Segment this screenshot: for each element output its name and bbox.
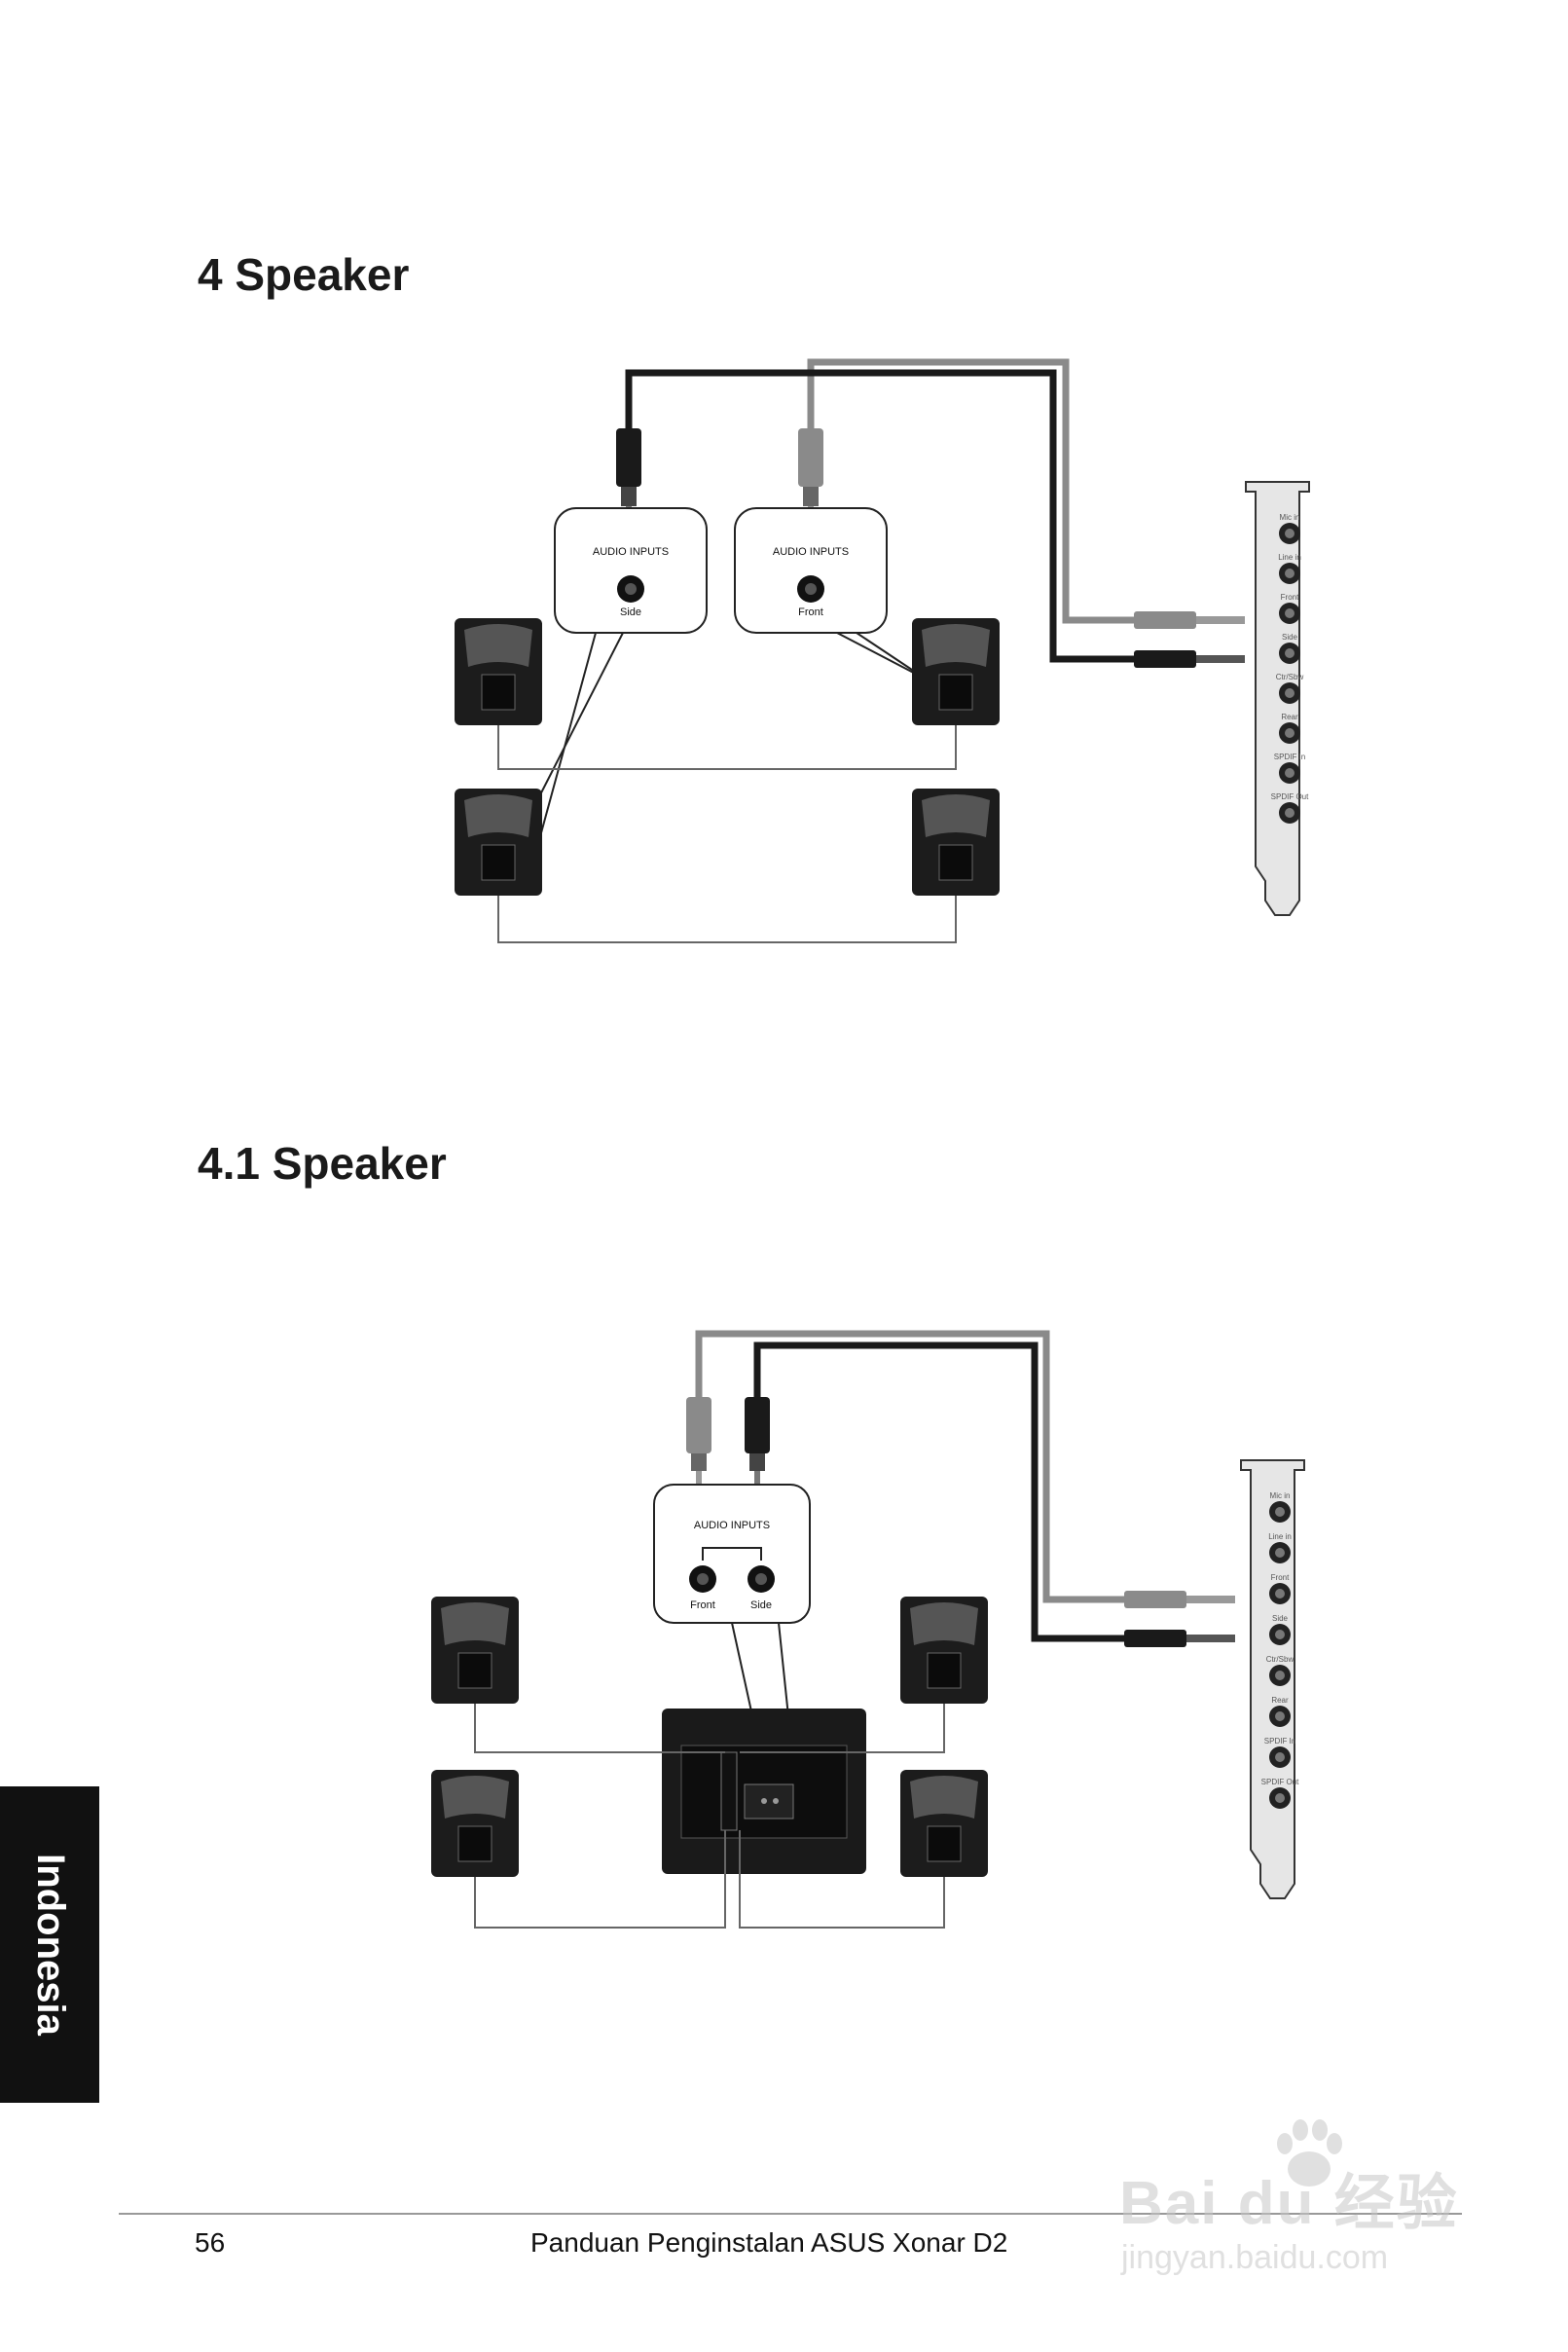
card-port-jack-hole (1275, 1793, 1285, 1803)
speaker-front-right (912, 618, 1000, 725)
card-plug-dark (1134, 650, 1245, 668)
baidu-watermark: Bai du 经验 jingyan.baidu.com (1110, 2113, 1499, 2307)
speaker-wires (497, 725, 957, 943)
card-port-label: Mic in (1270, 1491, 1291, 1500)
speaker-front-left (431, 1597, 519, 1704)
card-port-label: Line in (1278, 553, 1301, 562)
footer-divider (119, 2213, 1462, 2215)
card-port-jack-hole (1275, 1752, 1285, 1762)
diagram-4-1-speaker: AUDIO INPUTS Front Side (431, 1330, 1305, 1929)
cable-grey (807, 358, 1134, 624)
card-port-label: Ctr/Sbw (1276, 673, 1304, 681)
card-port-label: SPDIF In (1274, 753, 1305, 761)
card-port-jack-hole (1285, 768, 1295, 778)
hub-heading: AUDIO INPUTS (773, 546, 849, 558)
jack-label-side: Side (750, 1599, 772, 1611)
card-port-label: Front (1281, 593, 1299, 602)
speaker-front-left (455, 618, 542, 725)
card-port-jack-hole (1275, 1507, 1285, 1517)
card-port-jack-hole (1285, 608, 1295, 618)
watermark-url: jingyan.baidu.com (1121, 2239, 1389, 2276)
card-port-jack-hole (1275, 1671, 1285, 1680)
hub-heading: AUDIO INPUTS (593, 546, 669, 558)
card-port-label: Line in (1268, 1532, 1292, 1541)
speaker-front-right (900, 1597, 988, 1704)
subwoofer (662, 1709, 866, 1874)
language-side-tab: Indonesia (0, 1786, 99, 2103)
jack-label-front: Front (798, 606, 823, 618)
section-title-4-speaker: 4 Speaker (198, 249, 410, 300)
card-port-label: Rear (1271, 1696, 1289, 1705)
cable-grey (695, 1330, 1124, 1603)
card-port-label: SPDIF In (1264, 1737, 1295, 1746)
card-plug-grey (1134, 611, 1245, 629)
card-port-jack-hole (1275, 1630, 1285, 1639)
page-number: 56 (195, 2227, 226, 2258)
card-port-jack-hole (1285, 808, 1295, 818)
speaker-wires (474, 1704, 945, 1929)
audio-input-box-front: AUDIO INPUTS Front (734, 507, 888, 634)
card-port-label: Mic in (1280, 513, 1300, 522)
card-port-jack-hole (1285, 728, 1295, 738)
footer-title: Panduan Penginstalan ASUS Xonar D2 (530, 2227, 1008, 2258)
speaker-rear-right (900, 1770, 988, 1877)
speaker-rear-left (431, 1770, 519, 1877)
card-port-jack-hole (1285, 688, 1295, 698)
paw-icon (1277, 2119, 1342, 2187)
section-title-4-1-speaker: 4.1 Speaker (198, 1138, 447, 1189)
callout-lines (505, 632, 960, 863)
card-port-label: Side (1272, 1614, 1289, 1623)
audio-input-box-side: AUDIO INPUTS Side (554, 507, 708, 634)
card-port-label: SPDIF Out (1271, 792, 1309, 801)
card-port-jack-hole (1275, 1589, 1285, 1599)
card-port-jack-hole (1275, 1711, 1285, 1721)
card-port-label: Front (1271, 1573, 1290, 1582)
hub-heading: AUDIO INPUTS (694, 1520, 770, 1531)
side-tab-label: Indonesia (28, 1854, 72, 2036)
jack-label-side: Side (620, 606, 641, 618)
speaker-rear-left (455, 789, 542, 896)
cable-dark (625, 369, 1134, 663)
card-plug-dark (1124, 1630, 1235, 1647)
card-port-label: Ctr/Sbw (1266, 1655, 1295, 1664)
card-port-jack-hole (1285, 648, 1295, 658)
cable-group (625, 358, 1134, 663)
card-port-label: Rear (1281, 713, 1298, 721)
sound-card-bracket (1245, 481, 1310, 916)
cable-group (695, 1330, 1124, 1642)
speaker-rear-right (912, 789, 1000, 896)
card-port-label: Side (1282, 633, 1298, 642)
card-port-jack-hole (1275, 1548, 1285, 1558)
cable-dark (753, 1341, 1124, 1642)
watermark-brand: Bai du 经验 (1119, 2170, 1459, 2237)
diagram-4-speaker: AUDIO INPUTS Side AUDIO INPUTS Front (455, 358, 1310, 943)
card-port-jack-hole (1285, 529, 1295, 538)
card-port-jack-hole (1285, 569, 1295, 578)
jack-label-front: Front (690, 1599, 715, 1611)
card-plug-grey (1124, 1591, 1235, 1608)
audio-input-box: AUDIO INPUTS Front Side (653, 1484, 811, 1624)
card-port-label: SPDIF Out (1261, 1778, 1299, 1786)
